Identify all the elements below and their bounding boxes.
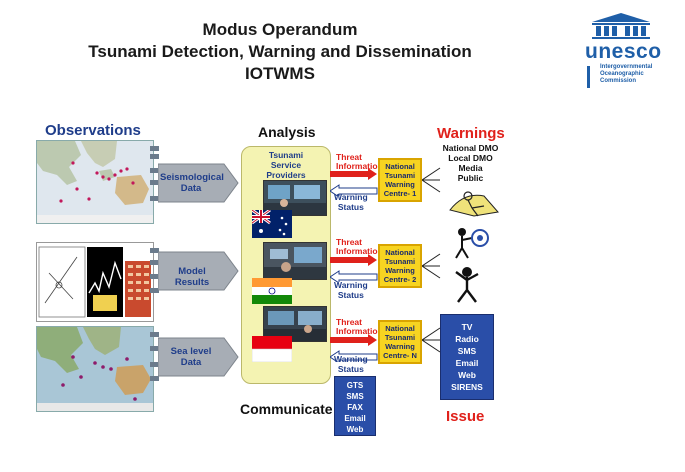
ntwc-n-line-3: Warning bbox=[385, 342, 415, 351]
ioc-line-3: Commission bbox=[600, 78, 637, 84]
tsp-line-1: Tsunami bbox=[268, 150, 304, 160]
issue-sirens: SIRENS bbox=[451, 382, 483, 392]
title-line-1: Modus Operandum bbox=[202, 20, 358, 39]
warning-status-1: Warning Status bbox=[334, 192, 368, 212]
whistle-person-icon bbox=[455, 228, 489, 259]
threat-label-2: Threat Information bbox=[336, 238, 383, 256]
observations-heading: Observations bbox=[45, 122, 141, 139]
seismic-data-arrow bbox=[158, 163, 239, 203]
comm-web: Web bbox=[346, 425, 364, 434]
sea-level-line-2: Data bbox=[180, 357, 202, 368]
audience-public: Public bbox=[457, 173, 484, 183]
alarmed-person-icon bbox=[455, 267, 479, 303]
issue-tv: TV bbox=[461, 322, 473, 332]
warning-status-1-line-1: Warning bbox=[334, 192, 368, 202]
communicate-channels-box: GTS SMS FAX Email Web bbox=[334, 376, 376, 436]
issue-heading: Issue bbox=[446, 408, 485, 425]
audience-local-dmo: Local DMO bbox=[448, 153, 493, 163]
ntwc-1-line-4: Centre- 1 bbox=[383, 189, 417, 198]
model-results-panel bbox=[36, 242, 154, 322]
title-line-2: Tsunami Detection, Warning and Dissemina… bbox=[88, 42, 472, 61]
ntwc-1-line-1: National bbox=[385, 162, 415, 171]
ioc-line-1: Intergovernmental bbox=[600, 64, 653, 70]
threat-arrows-1 bbox=[330, 168, 378, 196]
comm-fax: FAX bbox=[347, 403, 363, 412]
threat-label-3-line-1: Threat bbox=[336, 317, 362, 327]
audience-media: Media bbox=[458, 163, 483, 173]
comm-gts: GTS bbox=[346, 381, 364, 390]
control-room-photo-1 bbox=[263, 180, 327, 216]
india-flag-icon bbox=[252, 278, 292, 304]
issue-radio: Radio bbox=[455, 334, 479, 344]
title-line-3: IOTWMS bbox=[245, 64, 315, 83]
ntwc-2-line-3: Warning bbox=[385, 266, 415, 275]
comm-sms: SMS bbox=[346, 392, 364, 401]
sea-level-arrow bbox=[158, 337, 239, 377]
seismic-data-label: Seismological Data bbox=[160, 172, 224, 194]
sea-level-map-icon bbox=[36, 326, 154, 412]
threat-arrows-3 bbox=[330, 334, 378, 362]
comm-email: Email bbox=[344, 414, 366, 423]
warning-status-3: Warning Status bbox=[334, 354, 368, 374]
issue-email: Email bbox=[455, 358, 479, 368]
unesco-temple-icon bbox=[592, 13, 650, 39]
threat-label-2-line-1: Threat bbox=[336, 237, 362, 247]
threat-label-1: Threat Information bbox=[336, 153, 383, 171]
warning-status-3-line-2: Status bbox=[337, 364, 364, 374]
warning-status-3-line-1: Warning bbox=[334, 354, 368, 364]
control-room-photo-2 bbox=[263, 242, 327, 280]
sea-level-label: Sea level Data bbox=[160, 346, 222, 368]
audience-national-dmo: National DMO bbox=[442, 143, 499, 153]
ntwc-2-line-4: Centre- 2 bbox=[383, 275, 417, 284]
threat-label-1-line-1: Threat bbox=[336, 152, 362, 162]
analysis-heading: Analysis bbox=[258, 124, 316, 140]
ioc-text: Intergovernmental Oceanographic Commissi… bbox=[600, 64, 670, 85]
observation-connectors bbox=[150, 146, 159, 381]
ntwc-n-box: National Tsunami Warning Centre- N bbox=[378, 320, 422, 364]
ntwc-2-line-2: Tsunami bbox=[384, 257, 416, 266]
threat-label-2-line-2: Information bbox=[336, 246, 383, 256]
seismic-data-line-2: Data bbox=[180, 183, 202, 194]
ntwc-fanout-arrows bbox=[422, 167, 441, 353]
ntwc-n-line-4: Centre- N bbox=[383, 351, 417, 360]
reading-person-icon bbox=[449, 191, 499, 217]
threat-label-3: Threat Information bbox=[336, 318, 383, 336]
sea-level-line-1: Sea level bbox=[170, 346, 212, 357]
indonesia-flag-icon bbox=[252, 336, 292, 362]
audience-list: National DMO Local DMO Media Public bbox=[438, 143, 503, 183]
unesco-wordmark: unesco bbox=[585, 40, 662, 63]
seismic-map-icon bbox=[36, 140, 154, 224]
threat-arrows-2 bbox=[330, 254, 378, 282]
model-results-label: Model Results bbox=[174, 266, 210, 288]
seismic-data-line-1: Seismological bbox=[160, 172, 224, 183]
warning-status-2-line-1: Warning bbox=[334, 280, 368, 290]
issue-channels-box: TV Radio SMS Email Web SIRENS bbox=[440, 314, 494, 400]
warning-status-2-line-2: Status bbox=[337, 290, 364, 300]
ntwc-n-line-2: Tsunami bbox=[384, 333, 416, 342]
tsp-line-2: Service bbox=[270, 160, 302, 170]
ntwc-2-box: National Tsunami Warning Centre- 2 bbox=[378, 244, 422, 288]
warning-status-2: Warning Status bbox=[334, 280, 368, 300]
issue-sms: SMS bbox=[457, 346, 477, 356]
warning-status-1-line-2: Status bbox=[337, 202, 364, 212]
ioc-bar-icon bbox=[587, 66, 590, 88]
threat-label-1-line-2: Information bbox=[336, 161, 383, 171]
australia-flag-icon bbox=[252, 210, 292, 238]
issue-web: Web bbox=[458, 370, 476, 380]
ntwc-2-line-1: National bbox=[385, 248, 415, 257]
ntwc-1-box: National Tsunami Warning Centre- 1 bbox=[378, 158, 422, 202]
communicate-heading: Communicate bbox=[240, 401, 333, 417]
ntwc-n-line-1: National bbox=[385, 324, 415, 333]
warnings-heading: Warnings bbox=[437, 125, 505, 142]
ioc-line-2: Oceanographic bbox=[600, 71, 644, 77]
control-room-photo-3 bbox=[263, 306, 327, 342]
ntwc-1-line-2: Tsunami bbox=[384, 171, 416, 180]
tsp-line-3: Providers bbox=[266, 170, 306, 180]
model-results-arrow bbox=[158, 251, 239, 291]
tsp-label: Tsunami Service Providers bbox=[250, 150, 322, 180]
ntwc-1-line-3: Warning bbox=[385, 180, 415, 189]
threat-label-3-line-2: Information bbox=[336, 326, 383, 336]
